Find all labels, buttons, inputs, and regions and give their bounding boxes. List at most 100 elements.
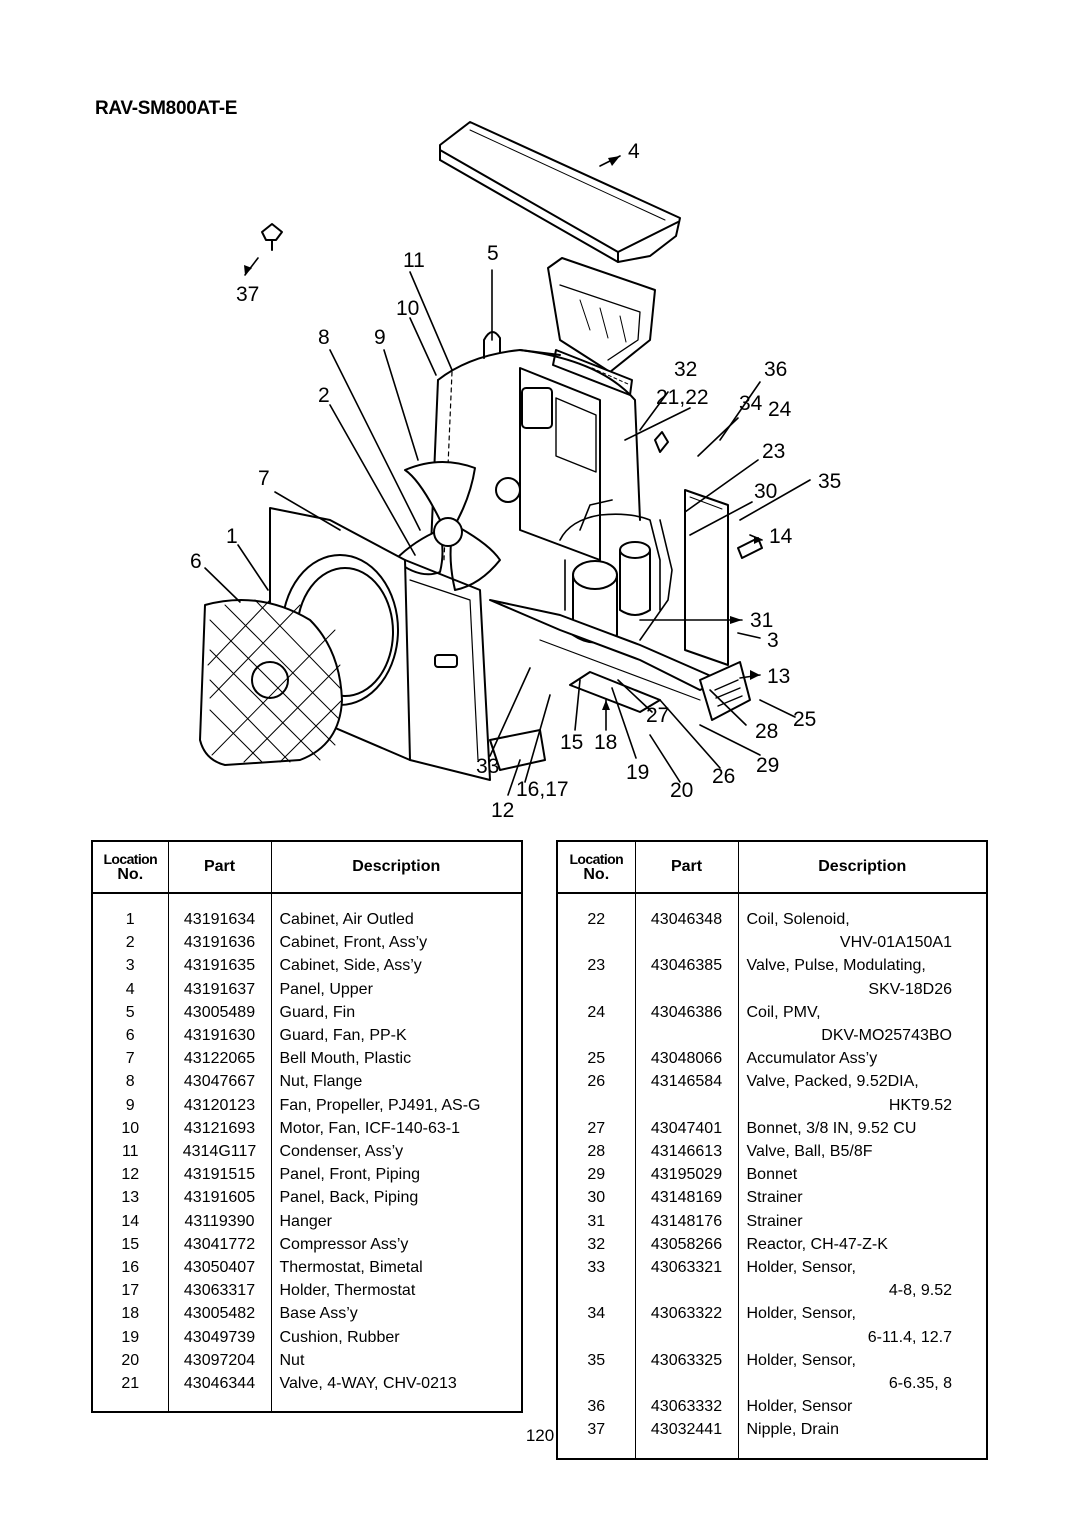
description-continuation: DKV-MO25743BO (821, 1027, 952, 1045)
location-header-line1: Location (569, 851, 624, 867)
callout-label: 21,22 (656, 386, 709, 409)
location-no-cell: 12 (92, 1163, 169, 1187)
description-cell: Holder, Sensor,6-6.35, 8 (738, 1349, 987, 1395)
description-cell: Motor, Fan, ICF-140-63-1 (271, 1117, 522, 1140)
description-text: Strainer (746, 1189, 803, 1207)
location-no-cell: 34 (557, 1302, 636, 1349)
description-text: Panel, Upper (279, 980, 373, 998)
callout-label: 34 (739, 392, 763, 415)
location-no-cell: 32 (557, 1232, 636, 1257)
location-no-cell: 27 (557, 1116, 636, 1141)
location-no-cell: 28 (557, 1140, 636, 1164)
part-number-cell: 43121693 (168, 1116, 272, 1141)
description-text: Valve, 4-WAY, CHV-0213 (279, 1375, 457, 1393)
callout-label: 28 (755, 720, 778, 743)
description-text: Valve, Packed, 9.52DIA, (746, 1073, 919, 1091)
part-number-cell: 43041772 (168, 1232, 272, 1257)
description-cell: Valve, 4-WAY, CHV-0213 (271, 1372, 522, 1395)
description-text: Holder, Thermostat (279, 1282, 416, 1300)
callout-label: 15 (560, 731, 583, 754)
description-text: Fan, Propeller, PJ491, AS-G (279, 1096, 481, 1114)
callout-label: 36 (764, 358, 787, 381)
description-continuation: 6-11.4, 12.7 (867, 1328, 952, 1346)
callout-label: 26 (712, 765, 735, 788)
part-number-cell: 43046386 (635, 1000, 739, 1048)
side-cabinet-drawing (519, 367, 729, 666)
part-number-cell: 43005489 (168, 1000, 272, 1025)
location-no-cell: 6 (92, 1024, 169, 1048)
part-number-cell: 43191635 (168, 954, 272, 978)
description-cell: Thermostat, Bimetal (271, 1256, 522, 1279)
description-cell: Bell Mouth, Plastic (271, 1047, 522, 1070)
callout-label: 35 (818, 470, 841, 493)
location-no-cell: 25 (557, 1047, 636, 1071)
description-text: Base Ass’y (279, 1305, 358, 1323)
location-header-line2: No. (583, 866, 610, 883)
callout-label: 20 (670, 779, 693, 802)
location-no-cell: 8 (92, 1070, 169, 1094)
description-continuation: SKV-18D26 (868, 980, 952, 998)
description-text: Holder, Sensor, (746, 1259, 856, 1277)
description-text: Thermostat, Bimetal (279, 1259, 423, 1277)
callout-label: 8 (318, 326, 330, 349)
drain-nipple-drawing (261, 223, 283, 251)
description-text: Guard, Fan, PP-K (279, 1027, 407, 1045)
table-header-row: Location No. Part Description (557, 841, 987, 894)
part-header: Part (635, 841, 739, 894)
description-text: Bonnet (746, 1166, 798, 1184)
part-number-cell: 43046348 (635, 908, 739, 955)
part-number-cell: 43191630 (168, 1024, 272, 1048)
description-cell: Cabinet, Side, Ass’y (271, 954, 522, 977)
location-no-cell: 36 (557, 1395, 636, 1419)
callout-label: 11 (403, 249, 425, 272)
callout-label: 32 (674, 358, 697, 381)
description-cell: Nipple, Drain (738, 1418, 987, 1441)
description-text: Accumulator Ass’y (746, 1050, 878, 1068)
description-continuation: 4-8, 9.52 (888, 1282, 952, 1300)
part-number-cell: 43063317 (168, 1279, 272, 1303)
part-number-cell: 43191634 (168, 908, 272, 932)
callout-label: 7 (258, 467, 270, 490)
callout-label: 2 (318, 384, 330, 407)
location-no-cell: 2 (92, 931, 169, 955)
description-cell: Panel, Upper (271, 978, 522, 1001)
description-text: Condenser, Ass’y (279, 1143, 404, 1161)
description-text: Coil, Solenoid, (746, 911, 850, 928)
description-cell: Valve, Pulse, Modulating, SKV-18D26 (738, 954, 987, 1000)
part-number-cell: 43046385 (635, 954, 739, 1001)
description-text: Valve, Ball, B5/8F (746, 1143, 873, 1161)
description-text: Valve, Pulse, Modulating, (746, 957, 926, 975)
part-number-cell: 43122065 (168, 1047, 272, 1071)
location-no-cell: 3 (92, 954, 169, 978)
part-number-cell: 43119390 (168, 1209, 272, 1233)
callout-label: 10 (396, 297, 419, 320)
location-no-cell: 17 (92, 1279, 169, 1303)
location-no-cell: 31 (557, 1209, 636, 1233)
location-no-cell: 9 (92, 1093, 169, 1117)
part-number-cell: 43148169 (635, 1186, 739, 1210)
callout-label: 6 (190, 550, 202, 573)
callout-label: 18 (594, 731, 617, 754)
callout-label: 29 (756, 754, 779, 777)
part-number-cell: 43047667 (168, 1070, 272, 1094)
description-text: Cabinet, Front, Ass’y (279, 934, 428, 952)
